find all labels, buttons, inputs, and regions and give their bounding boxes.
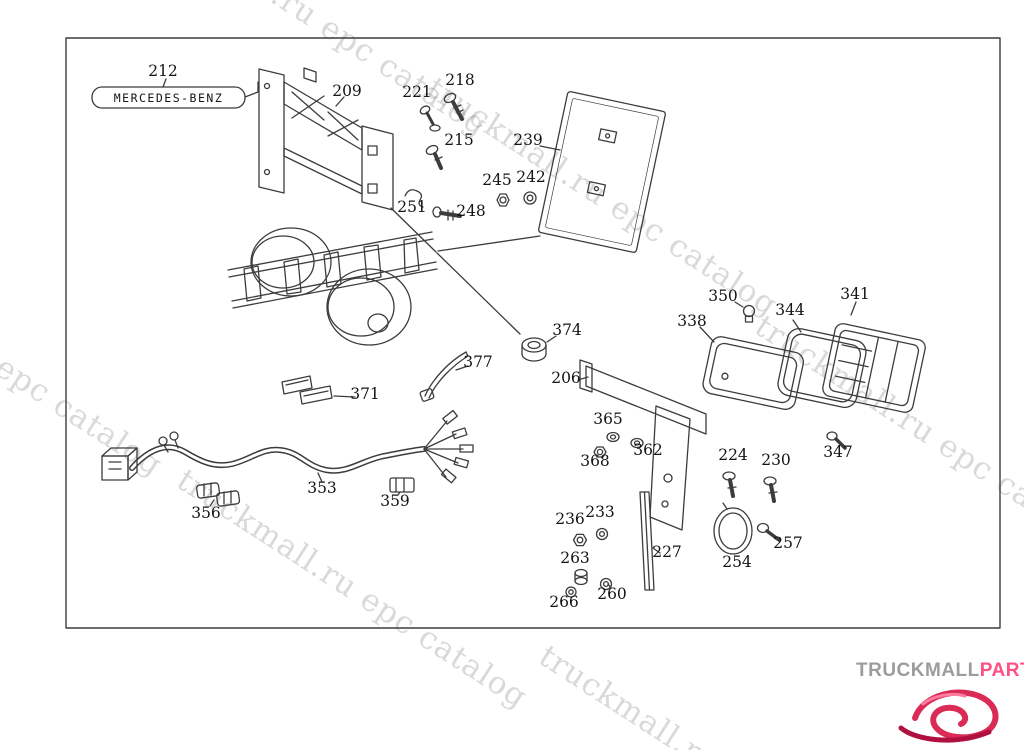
bracket-206-drawing — [577, 359, 707, 531]
part-label-368: 368 — [580, 452, 610, 470]
washer-266-drawing — [565, 586, 577, 598]
part-label-209: 209 — [332, 82, 362, 100]
part-label-263: 263 — [560, 549, 590, 567]
screw-230-drawing — [763, 476, 778, 503]
clip-251-drawing — [404, 189, 424, 208]
part-label-218: 218 — [445, 71, 475, 89]
strip-227-drawing — [639, 491, 661, 591]
part-label-221: 221 — [402, 83, 432, 101]
part-label-248: 248 — [456, 202, 486, 220]
part-label-377: 377 — [463, 353, 493, 371]
connector-359-drawing — [389, 477, 415, 496]
screw-257-drawing — [756, 522, 781, 542]
part-label-347: 347 — [823, 443, 853, 461]
washer-365-drawing — [606, 431, 620, 443]
logo-swirl-icon — [898, 689, 999, 743]
part-label-350: 350 — [708, 287, 738, 305]
part-label-338: 338 — [677, 312, 707, 330]
part-label-365: 365 — [593, 410, 623, 428]
part-label-233: 233 — [585, 503, 615, 521]
part-label-341: 341 — [840, 285, 870, 303]
lens-341-drawing — [822, 301, 926, 413]
connector-left-drawing — [101, 447, 138, 481]
screw-248-drawing — [432, 206, 462, 221]
gasket-344-drawing — [777, 319, 867, 408]
washer-233-drawing — [595, 527, 609, 541]
part-label-257: 257 — [773, 534, 803, 552]
nut-368-drawing — [593, 446, 607, 458]
part-label-374: 374 — [552, 321, 582, 339]
part-label-356: 356 — [191, 504, 221, 522]
nut-245-drawing — [496, 193, 510, 207]
truckmall-logo: TRUCKMALLPARTS — [856, 660, 1024, 682]
screw-221-drawing — [419, 105, 441, 132]
bracket-209-drawing — [258, 67, 437, 253]
logo-accent-text: PARTS — [979, 660, 1024, 681]
part-label-230: 230 — [761, 451, 791, 469]
part-label-353: 353 — [307, 479, 337, 497]
lamp-254-drawing — [713, 502, 753, 555]
connector-356-drawing — [196, 482, 241, 507]
panel-239-drawing — [538, 91, 666, 253]
part-label-371: 371 — [350, 385, 380, 403]
washer-260-drawing — [599, 577, 613, 591]
part-label-251: 251 — [397, 198, 427, 216]
part-label-239: 239 — [513, 131, 543, 149]
part-label-224: 224 — [718, 446, 748, 464]
badge-212-drawing — [91, 78, 259, 109]
part-label-215: 215 — [444, 131, 474, 149]
harness-353-drawing — [129, 409, 474, 484]
bulb-350-drawing — [734, 301, 756, 323]
part-label-362: 362 — [633, 441, 663, 459]
part-label-206: 206 — [551, 369, 581, 387]
part-label-227: 227 — [652, 543, 682, 561]
clips-371-drawing — [281, 375, 356, 405]
mercedes-badge-text: MERCEDES-BENZ — [113, 90, 224, 105]
part-label-242: 242 — [516, 168, 546, 186]
part-label-212: 212 — [148, 62, 178, 80]
cable-tie-377-drawing — [419, 351, 469, 402]
screw-215-drawing — [425, 144, 443, 170]
grommet-374-drawing — [521, 335, 557, 362]
nut-236-drawing — [572, 533, 588, 547]
chassis-drawing — [227, 231, 541, 335]
part-label-236: 236 — [555, 510, 585, 528]
screw-347-drawing — [826, 431, 847, 450]
part-label-266: 266 — [549, 593, 579, 611]
part-label-359: 359 — [380, 492, 410, 510]
screw-218-drawing — [443, 92, 464, 121]
part-label-260: 260 — [597, 585, 627, 603]
part-label-245: 245 — [482, 171, 512, 189]
part-label-344: 344 — [775, 301, 805, 319]
wheels-drawing — [250, 227, 412, 346]
washer-362-drawing — [630, 437, 644, 449]
washer-242-drawing — [523, 191, 537, 205]
logo-brand-text: TRUCKMALL — [856, 660, 980, 681]
nut-263-drawing — [574, 568, 588, 586]
housing-338-drawing — [699, 326, 804, 410]
screw-224-drawing — [722, 471, 737, 498]
diagram-frame — [65, 37, 1001, 629]
part-label-254: 254 — [722, 553, 752, 571]
